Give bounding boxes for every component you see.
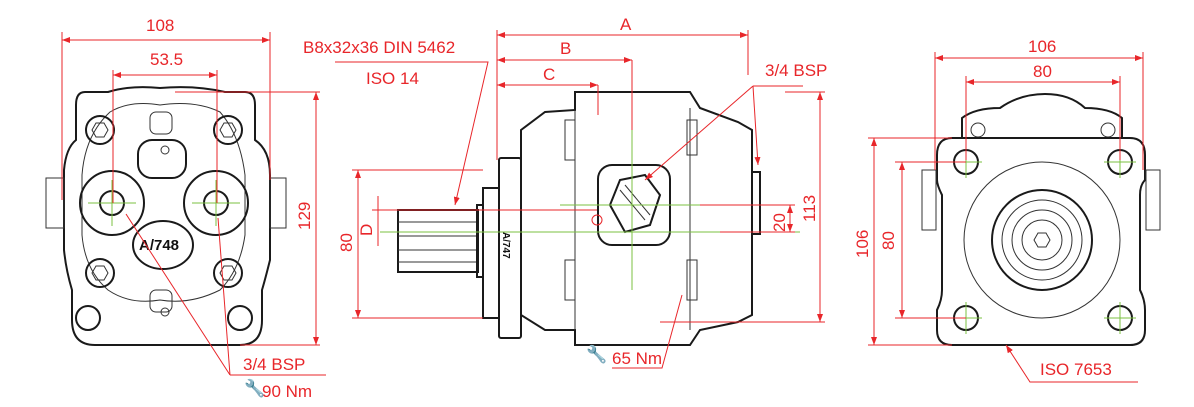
dim-height-113: 113: [800, 195, 819, 222]
side-view: A/747 A B C B8x32x36 DIN 5462 ISO 14: [303, 15, 827, 369]
dim-width-108: 108: [146, 16, 174, 35]
bolt-hex-icon: [213, 115, 243, 145]
shaft-spec-line2: ISO 14: [366, 69, 419, 88]
dim-a: A: [620, 15, 632, 34]
dim-d: D: [357, 224, 376, 236]
dim-bolt-spacing-h: 80: [1033, 62, 1052, 81]
spline-shaft: [397, 209, 479, 273]
side-port-torque: 65 Nm: [612, 349, 662, 368]
front-view: A/748 108 53.5 129 3/4 BSP 🔧 90 Nm: [45, 16, 326, 401]
pump-body-side: [520, 91, 753, 346]
dim-bolt-spacing-v: 80: [879, 231, 898, 250]
port-torque-label: 90 Nm: [262, 382, 312, 401]
port-hex-plug: [608, 173, 662, 234]
front-body-outline: [63, 86, 271, 346]
wrench-icon: 🔧: [586, 344, 607, 364]
side-port-thread-label: 3/4 BSP: [765, 61, 827, 80]
dim-height-129: 129: [295, 202, 314, 230]
body-marking: A/748: [139, 237, 179, 254]
dim-flange-width-106: 106: [1028, 37, 1056, 56]
bolt-hex-icon: [85, 115, 115, 145]
rear-view: 106 80 106 80 ISO 7653: [853, 37, 1161, 383]
shaft-spec-line1: B8x32x36 DIN 5462: [303, 38, 455, 57]
dim-b: B: [560, 39, 571, 58]
port-thread-label: 3/4 BSP: [243, 355, 305, 374]
dim-flange-height-106: 106: [853, 230, 872, 258]
inlet-port: [79, 170, 145, 236]
dim-port-spacing: 53.5: [150, 50, 183, 69]
bolt-hex-icon: [213, 258, 243, 288]
wrench-icon: 🔧: [244, 378, 265, 398]
bolt-hex-icon: [85, 258, 115, 288]
outlet-port: [183, 170, 249, 236]
dim-c: C: [543, 65, 555, 84]
dim-port-offset-20: 20: [770, 213, 789, 232]
dim-pilot-80: 80: [337, 233, 356, 252]
flange-standard-label: ISO 7653: [1040, 360, 1112, 379]
bolt-hole: [1104, 302, 1136, 334]
flange-marking: A/747: [500, 232, 511, 259]
mounting-flange: [936, 137, 1146, 346]
shaft-hex-icon: [1033, 232, 1051, 248]
